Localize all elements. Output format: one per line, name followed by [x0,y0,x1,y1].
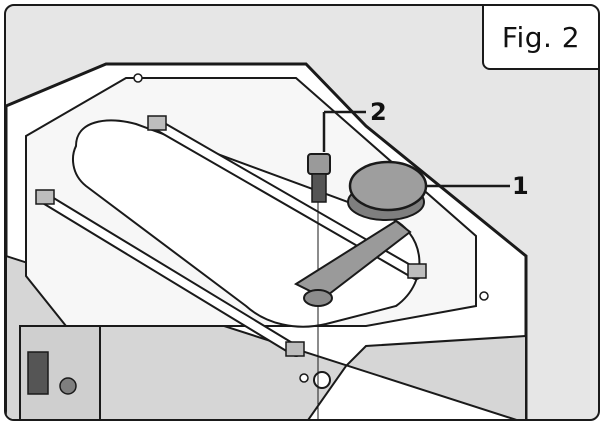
figure-frame: Fig. 2 1 2 [4,4,600,421]
callout-2: 2 [370,98,387,126]
rod-lower-fill [40,194,300,355]
power-switch [27,351,49,395]
rod-clip [35,189,55,205]
screw-hole [133,73,143,83]
bolt-thread [311,173,327,203]
screw-hole [479,291,489,301]
rod-clip [285,341,305,357]
handle-end [303,289,333,307]
mount-hole [313,371,331,389]
control-knob [59,377,77,395]
screw-hole [299,373,309,383]
knob-top [348,160,428,212]
rod-clip [147,115,167,131]
bolt-head [307,153,331,175]
machine-illustration [6,62,528,419]
callout-1: 1 [512,172,529,200]
figure-label: Fig. 2 [482,6,598,70]
rod-clip [407,263,427,279]
machine-side-panel [6,254,527,419]
